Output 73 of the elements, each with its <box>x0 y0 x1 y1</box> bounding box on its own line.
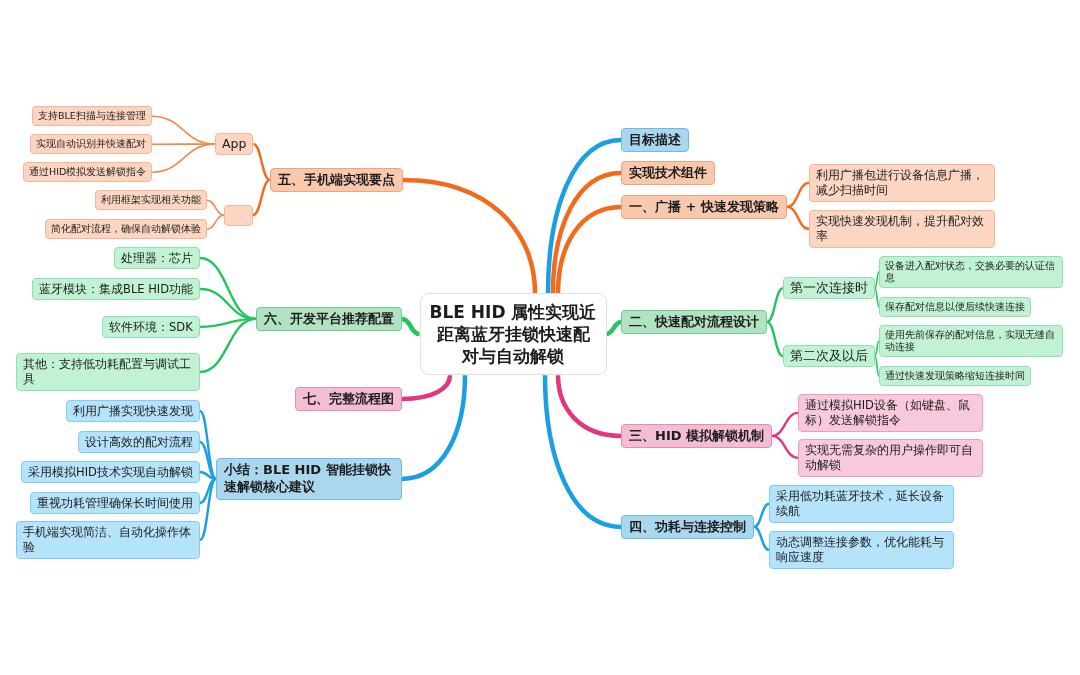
branch-line <box>199 256 257 321</box>
branch-line <box>753 502 770 528</box>
branch-line <box>555 204 622 294</box>
branch-line <box>199 410 217 480</box>
detail-box: 实现自动识别并快速配对 <box>30 134 152 155</box>
detail-box: 通过模拟HID设备（如键盘、鼠标）发送解锁指令 <box>798 394 983 432</box>
topic-box: 实现技术组件 <box>621 160 715 186</box>
branch-line <box>151 143 216 173</box>
detail-box: 处理器：芯片 <box>114 246 200 270</box>
branch-line <box>766 287 784 323</box>
detail-box: 利用框架实现相关功能 <box>95 190 207 211</box>
detail-box: 设备进入配对状态，交换必要的认证信息 <box>879 255 1063 289</box>
detail-box: 设计高效的配对流程 <box>78 430 200 454</box>
detail-box: 采用模拟HID技术实现自动解锁 <box>21 460 200 484</box>
subtopic-box: App <box>215 133 254 156</box>
central-topic-box: BLE HID 属性实现近距离蓝牙挂锁快速配对与自动解锁 <box>419 293 607 376</box>
empty-box <box>224 204 253 226</box>
branch-line <box>771 434 799 460</box>
topic-box: 七、完整流程图 <box>295 386 402 412</box>
branch-line <box>874 340 880 357</box>
branch-line <box>874 287 880 308</box>
detail-box: 实现快速发现机制，提升配对效率 <box>809 210 995 248</box>
subtopic-box: 第二次及以后 <box>783 345 875 368</box>
branch-line <box>206 199 225 216</box>
detail-box: 其他：支持低功耗配置与调试工具 <box>16 353 200 391</box>
branch-line <box>786 205 810 231</box>
branch-line <box>199 478 217 541</box>
detail-box: 通过HID模拟发送解锁指令 <box>23 162 153 183</box>
detail-box: 重视功耗管理确保长时间使用 <box>30 491 200 515</box>
detail-box: 通过快速发现策略缩短连接时间 <box>879 366 1031 387</box>
detail-box: 软件环境：SDK <box>102 315 200 339</box>
branch-line <box>199 317 257 374</box>
branch-line <box>401 375 468 482</box>
topic-box: 小结：BLE HID 智能挂锁快速解锁核心建议 <box>216 458 402 500</box>
topic-box: 二、快速配对流程设计 <box>621 309 767 335</box>
branch-line <box>550 170 622 294</box>
branch-line <box>766 320 784 358</box>
branch-line <box>252 178 271 217</box>
branch-line <box>401 375 453 402</box>
topic-box: 三、HID 模拟解锁机制 <box>621 423 773 449</box>
detail-box: 支持BLE扫描与连接管理 <box>32 106 152 127</box>
branch-line <box>402 177 538 294</box>
branch-line <box>206 214 225 230</box>
branch-line <box>605 319 622 337</box>
topic-box: 六、开发平台推荐配置 <box>256 306 402 332</box>
branch-line <box>252 143 271 181</box>
detail-box: 动态调整连接参数，优化能耗与响应速度 <box>769 531 954 569</box>
branch-line <box>199 470 217 481</box>
detail-box: 使用先前保存的配对信息，实现无缝自动连接 <box>879 324 1063 358</box>
branch-line <box>771 411 799 438</box>
branch-line <box>786 181 810 209</box>
branch-line <box>874 355 880 377</box>
branch-line <box>545 137 622 294</box>
topic-box: 目标描述 <box>621 127 689 153</box>
detail-box: 手机端实现简洁、自动化操作体验 <box>16 521 200 559</box>
detail-box: 实现无需复杂的用户操作即可自动解锁 <box>798 439 983 477</box>
branch-line <box>555 375 622 439</box>
detail-box: 保存配对信息以便后续快速连接 <box>879 297 1031 318</box>
detail-box: 利用广播包进行设备信息广播，减少扫描时间 <box>809 164 995 202</box>
detail-box: 蓝牙模块：集成BLE HID功能 <box>32 277 201 301</box>
branch-line <box>753 525 770 551</box>
topic-box: 一、广播 + 快速发现策略 <box>621 194 787 220</box>
detail-box: 利用广播实现快速发现 <box>66 399 200 423</box>
subtopic-box: 第一次连接时 <box>783 277 875 300</box>
branch-line <box>199 477 217 505</box>
branch-line <box>199 440 217 480</box>
branch-line <box>542 375 622 530</box>
topic-box: 五、手机端实现要点 <box>270 167 403 193</box>
branch-line <box>401 316 420 337</box>
branch-line <box>874 271 880 289</box>
topic-box: 四、功耗与连接控制 <box>621 514 754 540</box>
detail-box: 采用低功耗蓝牙技术，延长设备续航 <box>769 485 954 523</box>
detail-box: 简化配对流程，确保自动解锁体验 <box>45 219 207 240</box>
